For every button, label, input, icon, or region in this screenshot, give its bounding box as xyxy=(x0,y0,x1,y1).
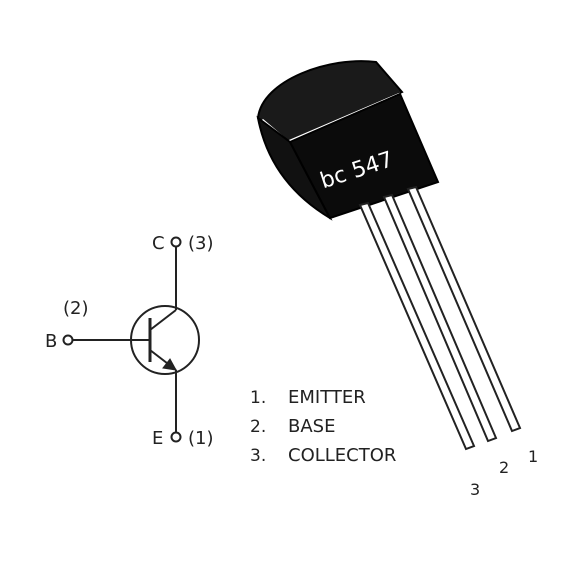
lead-number-2: 2 xyxy=(499,458,509,477)
emitter-pin-number: (1) xyxy=(188,428,214,449)
collector-letter: C xyxy=(152,233,165,254)
collector-diagonal xyxy=(149,309,177,331)
collector-pin-number: (3) xyxy=(188,233,214,254)
legend-item-1-number: 1. xyxy=(250,388,266,408)
package-leads xyxy=(358,185,522,451)
legend-item-2-number: 2. xyxy=(250,417,266,437)
emitter-letter: E xyxy=(152,428,163,449)
legend-item-3-name: COLLECTOR xyxy=(288,445,396,466)
package-front-face xyxy=(288,92,440,220)
base-terminal xyxy=(62,334,74,346)
legend-item-3-number: 3. xyxy=(250,446,266,466)
lead-number-3: 3 xyxy=(470,480,480,499)
lead-1 xyxy=(406,185,522,433)
collector-terminal xyxy=(170,236,182,248)
lead-number-1: 1 xyxy=(528,447,538,466)
base-pin-number: (2) xyxy=(63,298,89,319)
legend-item-2-name: BASE xyxy=(288,416,335,437)
lead-3 xyxy=(358,201,476,451)
base-letter: B xyxy=(45,331,57,352)
lead-2 xyxy=(382,193,498,443)
emitter-arrow-icon xyxy=(162,358,177,371)
emitter-terminal xyxy=(170,431,182,443)
package-top-face xyxy=(256,60,404,144)
npn-transistor-symbol xyxy=(62,236,200,443)
legend-item-1-name: EMITTER xyxy=(288,387,366,408)
pin-legend: 1. EMITTER 2. BASE 3. COLLECTOR xyxy=(250,387,396,466)
to92-package: bc 547 1 2 3 xyxy=(256,60,538,499)
